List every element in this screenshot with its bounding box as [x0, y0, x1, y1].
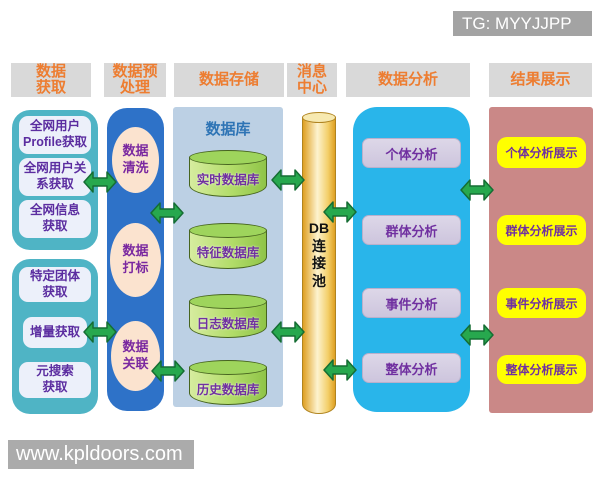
double-arrow-icon	[460, 324, 494, 346]
header-results-display: 结果展示	[489, 63, 592, 97]
double-arrow-icon	[323, 201, 357, 223]
double-arrow-icon	[271, 169, 305, 191]
double-arrow-icon	[83, 321, 117, 343]
database-label: 特征数据库	[196, 246, 260, 260]
cylinder-top	[189, 150, 267, 165]
preprocessing-container: 数据 清洗 数据 打标 数据 关联	[107, 108, 164, 411]
acquisition-item-info: 全网信息 获取	[19, 200, 91, 238]
acquisition-item-metasearch: 元搜索 获取	[19, 362, 91, 398]
double-arrow-icon	[323, 359, 357, 381]
database-label: 实时数据库	[196, 173, 260, 187]
acquisition-item-profile: 全网用户 Profile获取	[19, 116, 91, 154]
analysis-item-individual: 个体分析	[362, 138, 461, 168]
storage-container: 数据库 实时数据库 特征数据库 日志数据库 历史数据库	[173, 107, 283, 407]
header-data-storage: 数据存储	[174, 63, 284, 97]
result-item-event: 事件分析展示	[497, 288, 586, 318]
double-arrow-icon	[460, 179, 494, 201]
db-pool-label: DB 连 接 池	[308, 220, 330, 289]
acquisition-item-relations: 全网用户关 系获取	[19, 158, 91, 196]
header-data-acquisition: 数据 获取	[11, 63, 91, 97]
watermark-text: www.kpldoors.com	[16, 443, 183, 465]
cylinder-top	[302, 112, 336, 123]
double-arrow-icon	[150, 202, 184, 224]
watermark: www.kpldoors.com	[8, 440, 194, 469]
double-arrow-icon	[83, 171, 117, 193]
tg-badge-text: TG: MYYJJPP	[462, 13, 572, 33]
double-arrow-icon	[271, 321, 305, 343]
header-data-analysis: 数据分析	[346, 63, 470, 97]
tg-badge: TG: MYYJJPP	[453, 11, 592, 36]
database-label: 历史数据库	[196, 383, 260, 397]
result-item-individual: 个体分析展示	[497, 137, 586, 168]
result-item-overall: 整体分析展示	[497, 355, 586, 384]
database-label: 日志数据库	[196, 317, 260, 331]
acquisition-container-top: 全网用户 Profile获取 全网用户关 系获取 全网信息 获取	[12, 110, 98, 250]
acquisition-item-group: 特定团体 获取	[19, 267, 91, 302]
acquisition-container-bottom: 特定团体 获取 增量获取 元搜索 获取	[12, 259, 98, 414]
analysis-item-overall: 整体分析	[362, 353, 461, 383]
preprocess-step-linking: 数据 关联	[111, 321, 160, 391]
header-data-preprocessing: 数据预 处理	[104, 63, 166, 97]
results-container: 个体分析展示 群体分析展示 事件分析展示 整体分析展示	[489, 107, 593, 413]
storage-title: 数据库	[205, 121, 251, 138]
preprocess-step-cleaning: 数据 清洗	[112, 127, 159, 193]
database-cylinder-history: 历史数据库	[189, 360, 267, 405]
analysis-container: 个体分析 群体分析 事件分析 整体分析	[353, 107, 470, 412]
preprocess-step-tagging: 数据 打标	[110, 223, 161, 297]
database-cylinder-realtime: 实时数据库	[189, 150, 267, 197]
cylinder-top	[189, 223, 267, 238]
double-arrow-icon	[151, 360, 185, 382]
analysis-item-group: 群体分析	[362, 215, 461, 245]
cylinder-top	[189, 294, 267, 309]
result-item-group: 群体分析展示	[497, 215, 586, 245]
acquisition-item-incremental: 增量获取	[23, 317, 87, 348]
database-cylinder-log: 日志数据库	[189, 294, 267, 338]
analysis-item-event: 事件分析	[362, 288, 461, 318]
database-cylinder-feature: 特征数据库	[189, 223, 267, 269]
header-message-center: 消息 中心	[287, 63, 337, 97]
cylinder-top	[189, 360, 267, 375]
